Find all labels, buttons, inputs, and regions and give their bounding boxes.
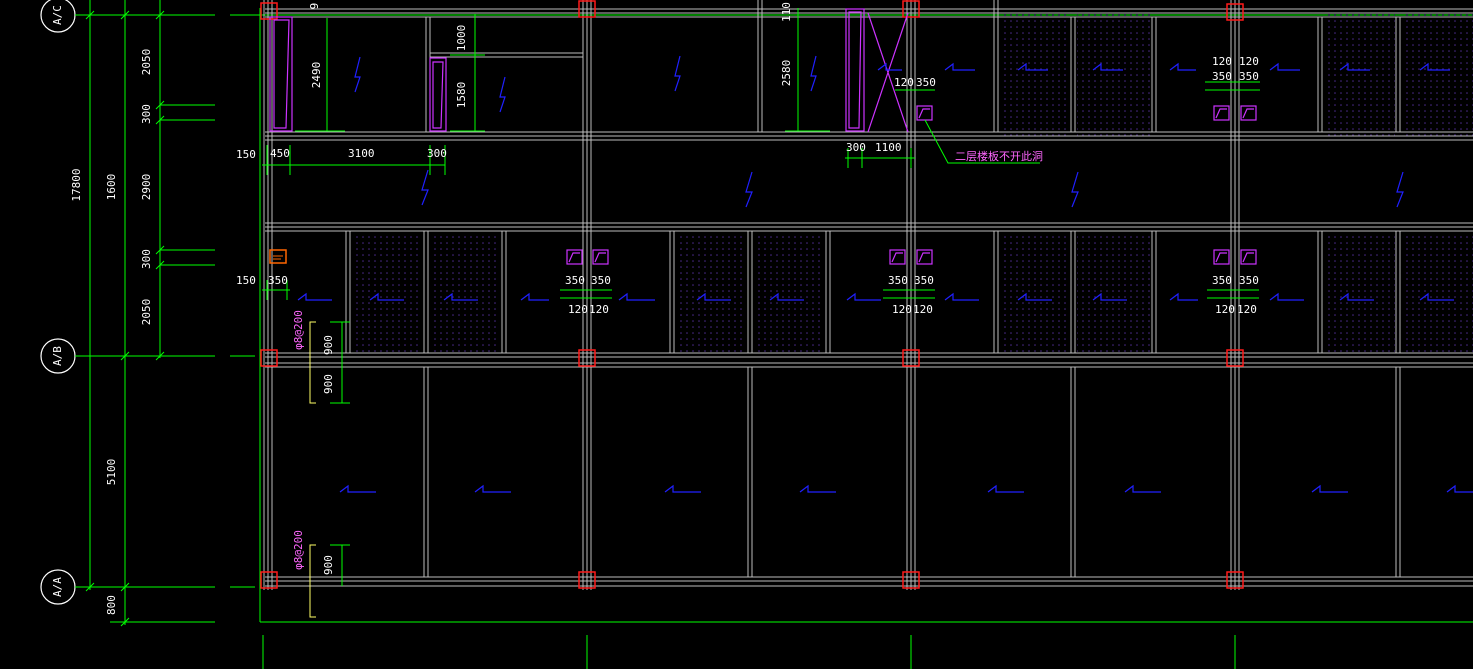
dim-120-p2: 120 xyxy=(589,303,609,316)
axis-bubbles: A/C A/B A/A xyxy=(40,0,76,605)
axis-label-middle: A/B xyxy=(51,346,64,366)
column[interactable] xyxy=(902,571,920,589)
axis-label-bottom: A/A xyxy=(51,577,64,597)
dim-300-bottom: 300 xyxy=(140,249,153,269)
dim-900-bottom: 900 xyxy=(322,555,335,575)
shaft-left[interactable] xyxy=(269,16,293,132)
dim-120-c: 120 xyxy=(1239,55,1259,68)
column[interactable] xyxy=(1226,3,1244,21)
dim-2490: 2490 xyxy=(310,62,323,89)
dim-1100: 1100 xyxy=(875,141,902,154)
plan-dimension-lines xyxy=(262,8,1260,586)
column[interactable] xyxy=(902,0,920,18)
shaft-mid[interactable] xyxy=(429,57,447,132)
dim-2580: 2580 xyxy=(780,60,793,87)
left-dimension-lines xyxy=(75,0,215,627)
walls xyxy=(263,0,1473,590)
shaft-right[interactable] xyxy=(845,8,865,132)
rebar-leaders xyxy=(309,321,316,618)
dim-1000: 1000 xyxy=(455,25,468,52)
dim-2050-top: 2050 xyxy=(140,49,153,76)
dim-120-a: 120 xyxy=(894,76,914,89)
dim-2050-bottom: 2050 xyxy=(140,299,153,326)
dim-350-a: 350 xyxy=(916,76,936,89)
axis-label-top: A/C xyxy=(51,5,64,25)
dim-350-b: 350 xyxy=(1212,70,1232,83)
plan-dimension-texts: 150 150 450 3100 300 2490 1000 1580 2580… xyxy=(236,2,1259,575)
small-opening[interactable] xyxy=(1213,105,1230,121)
dim-450: 450 xyxy=(270,147,290,160)
dim-1580: 1580 xyxy=(455,82,468,109)
dim-350-left: 350 xyxy=(268,274,288,287)
column[interactable] xyxy=(1226,349,1244,367)
dim-17800: 17800 xyxy=(70,168,83,201)
column[interactable] xyxy=(260,571,278,589)
dim-150-bottom: 150 xyxy=(236,274,256,287)
dim-5100: 5100 xyxy=(105,459,118,486)
dim-800: 800 xyxy=(105,595,118,615)
dim-900-top: 900 xyxy=(322,335,335,355)
column[interactable] xyxy=(902,349,920,367)
dim-120-p1: 120 xyxy=(568,303,588,316)
axis-bubble-middle[interactable]: A/B xyxy=(40,338,76,374)
small-opening[interactable] xyxy=(1213,249,1230,265)
column[interactable] xyxy=(260,349,278,367)
shaft-cross[interactable] xyxy=(867,12,909,133)
column[interactable] xyxy=(1226,571,1244,589)
rebar-label-top[interactable]: φ8@200 xyxy=(292,310,305,350)
dim-120-p5: 120 xyxy=(1215,303,1235,316)
axis-bubble-bottom[interactable]: A/A xyxy=(40,569,76,605)
dim-150-top: 150 xyxy=(236,148,256,161)
slab-arrows xyxy=(297,55,1473,493)
dim-350-p1: 350 xyxy=(565,274,585,287)
dim-900-mid: 900 xyxy=(322,374,335,394)
dim-350-p6: 350 xyxy=(1239,274,1259,287)
outer-frame xyxy=(230,8,1473,669)
small-opening[interactable] xyxy=(566,249,583,265)
column[interactable] xyxy=(578,571,596,589)
dim-350-p3: 350 xyxy=(888,274,908,287)
dim-300-top: 300 xyxy=(140,104,153,124)
dim-120-p6: 120 xyxy=(1237,303,1257,316)
small-opening[interactable] xyxy=(1240,105,1257,121)
small-opening[interactable] xyxy=(889,249,906,265)
dim-350-p5: 350 xyxy=(1212,274,1232,287)
dim-120-b: 120 xyxy=(1212,55,1232,68)
column[interactable] xyxy=(260,2,278,20)
opening-note[interactable]: 二层楼板不开此洞 xyxy=(955,149,1043,163)
notes: 二层楼板不开此洞 φ8@200 φ8@200 xyxy=(292,149,1043,570)
dim-9: 9 xyxy=(308,3,321,10)
dim-350-c: 350 xyxy=(1239,70,1259,83)
rebar-label-bottom[interactable]: φ8@200 xyxy=(292,530,305,570)
dim-1600: 1600 xyxy=(105,174,118,201)
dim-120-p4: 120 xyxy=(913,303,933,316)
dim-300-a: 300 xyxy=(427,147,447,160)
equipment-marker[interactable] xyxy=(269,249,287,264)
dim-350-p2: 350 xyxy=(591,274,611,287)
small-opening[interactable] xyxy=(916,105,933,121)
small-opening[interactable] xyxy=(1240,249,1257,265)
column[interactable] xyxy=(578,0,596,18)
openings xyxy=(269,8,1257,265)
left-dimension-texts: 17800 1600 5100 800 2050 300 2900 300 20… xyxy=(70,49,153,615)
dim-3100: 3100 xyxy=(348,147,375,160)
columns xyxy=(260,0,1244,589)
small-opening[interactable] xyxy=(916,249,933,265)
axis-bubble-top[interactable]: A/C xyxy=(40,0,76,33)
dim-110: 110 xyxy=(780,2,793,22)
dim-2900: 2900 xyxy=(140,174,153,201)
small-opening[interactable] xyxy=(592,249,609,265)
dim-350-p4: 350 xyxy=(914,274,934,287)
dim-300-b: 300 xyxy=(846,141,866,154)
hatched-slabs xyxy=(352,14,1473,356)
column[interactable] xyxy=(578,349,596,367)
dim-120-p3: 120 xyxy=(892,303,912,316)
